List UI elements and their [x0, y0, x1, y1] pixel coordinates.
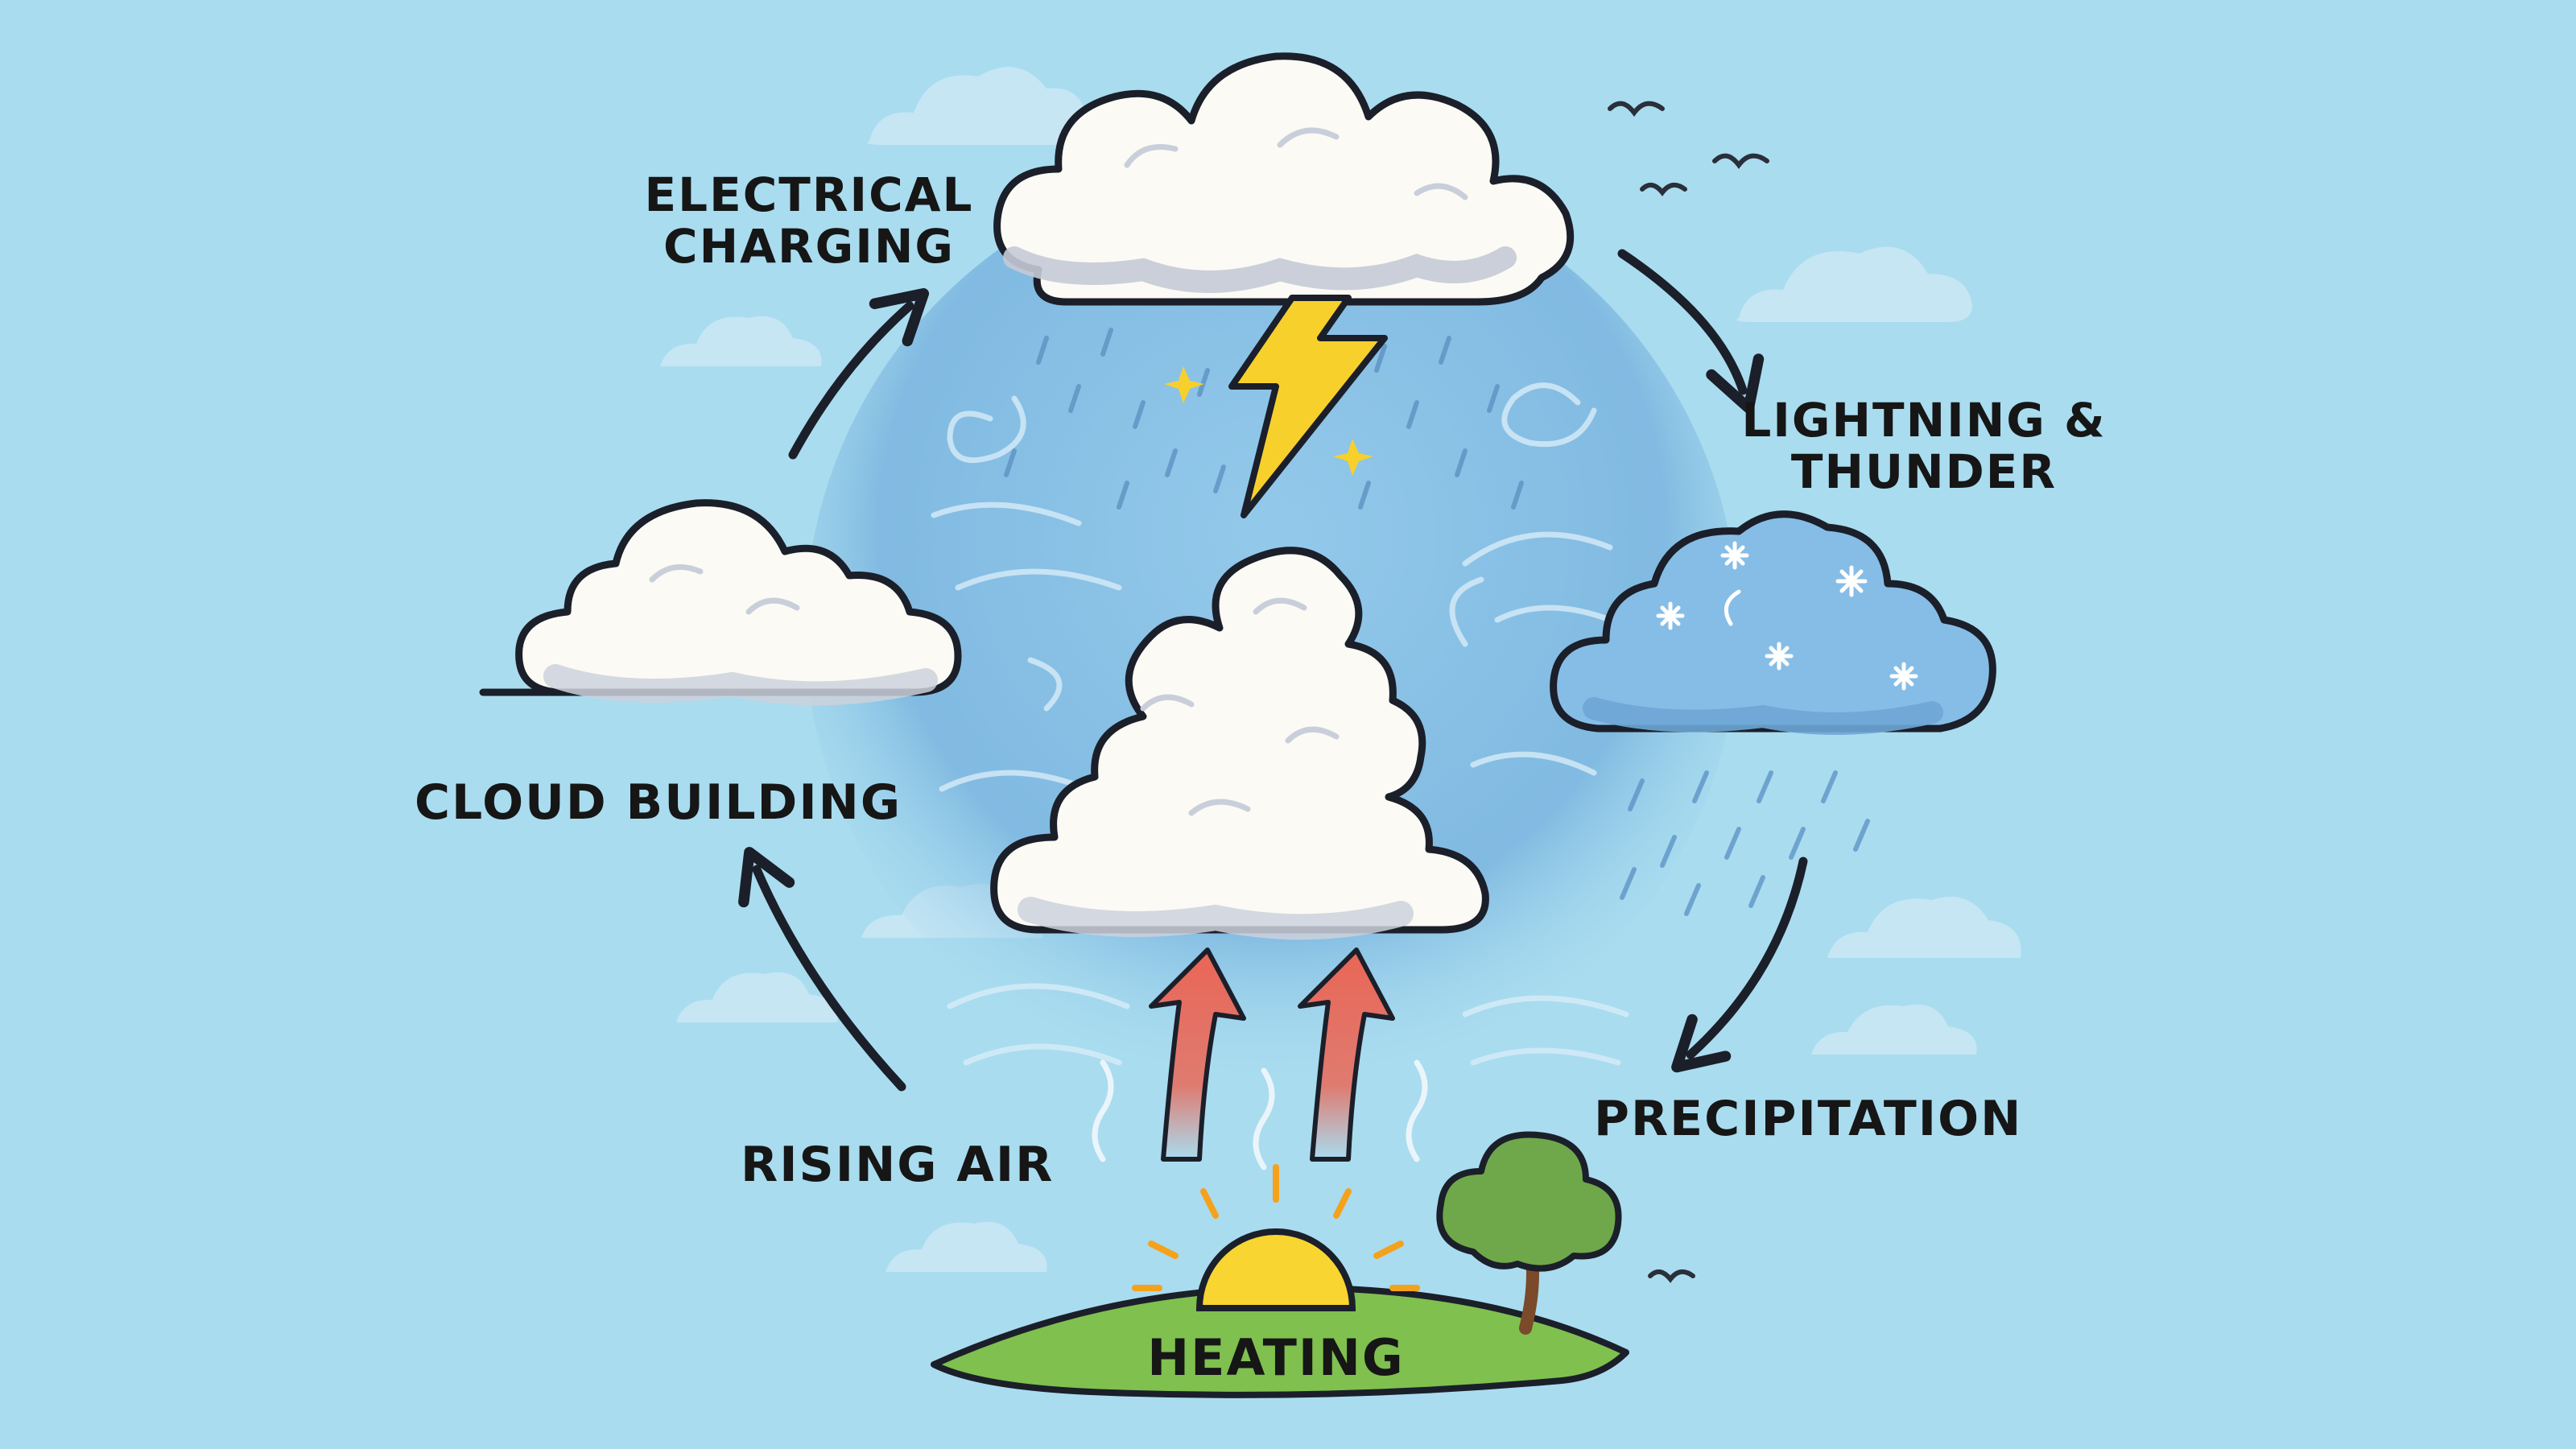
label-cloud-building: CLOUD BUILDING	[415, 774, 902, 831]
ground-hill	[931, 1284, 1629, 1398]
lightning-bolt-icon	[1228, 295, 1388, 518]
label-lightning-thunder-line1: LIGHTNING &	[1741, 393, 2107, 448]
arrow-building-to-charging	[788, 287, 930, 460]
label-lightning-thunder-line2: THUNDER	[1790, 444, 2058, 499]
storm-cloud	[993, 52, 1575, 306]
sun-icon	[1132, 1164, 1420, 1311]
arrow-lightning-to-precipitation	[1671, 857, 1808, 1073]
spark-icons	[1164, 366, 1373, 476]
precipitation-rain	[1620, 770, 1870, 916]
cloud-building-cloud	[479, 499, 962, 706]
label-rising-air: RISING AIR	[741, 1137, 1055, 1193]
label-electrical-charging-line2: CHARGING	[663, 219, 955, 274]
label-electrical-charging-line1: ELECTRICAL	[644, 167, 974, 222]
wind-swirls	[931, 382, 1629, 1066]
heat-waves	[1092, 1059, 1428, 1170]
precipitation-cloud	[1550, 510, 1996, 735]
cumulus-tower-cloud	[990, 547, 1489, 940]
label-heating: HEATING	[1147, 1328, 1405, 1387]
arrow-rising-to-building	[738, 847, 906, 1092]
cycle-arrows	[738, 249, 1808, 1092]
tree-icon	[1436, 1131, 1622, 1335]
bird-icons	[1608, 101, 1769, 1283]
snowflake-icons	[1656, 541, 1918, 691]
arrow-charging-to-lightning	[1617, 249, 1765, 414]
label-electrical-charging: ELECTRICAL CHARGING	[636, 169, 982, 272]
rain-streaks	[1004, 328, 1524, 510]
rising-air-arrows	[1149, 947, 1395, 1162]
label-lightning-thunder: LIGHTNING & THUNDER	[1731, 394, 2117, 497]
label-precipitation: PRECIPITATION	[1594, 1091, 2023, 1147]
